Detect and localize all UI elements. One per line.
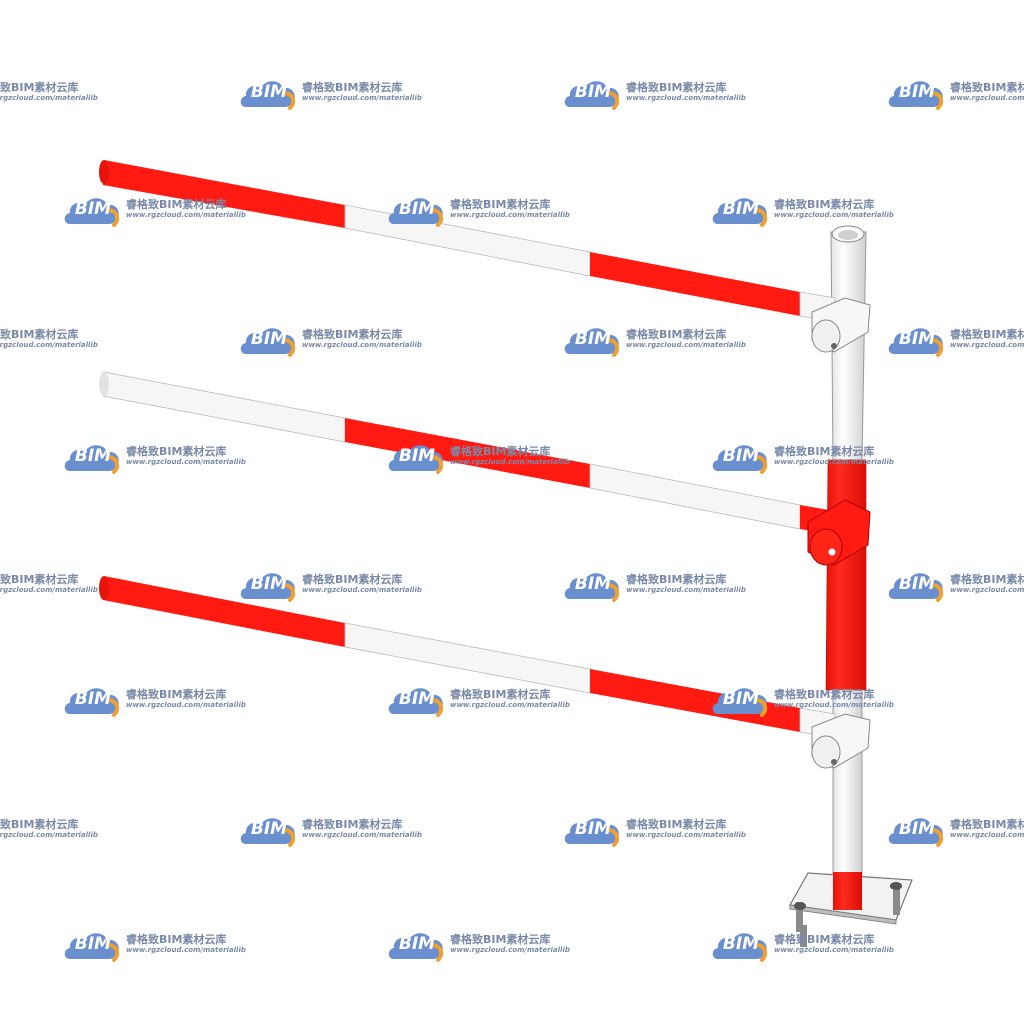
anchor-bolt [794, 902, 806, 932]
anchor-bolt [890, 882, 902, 915]
lower-arm [99, 576, 836, 739]
anchor-bolt [800, 925, 807, 947]
middle-clamp [807, 499, 871, 566]
middle-arm [99, 371, 835, 535]
upper-clamp [811, 297, 871, 353]
lower-clamp [811, 713, 871, 769]
upper-arm [99, 160, 836, 323]
